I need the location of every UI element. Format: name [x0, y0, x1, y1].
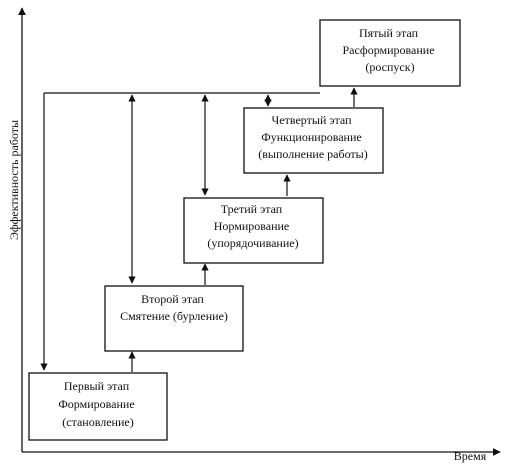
svg-text:Третий этап Нормирование: Третий этап Нормирование (упорядочивание… [207, 202, 298, 250]
stage-4-desc: (выполнение работы) [258, 147, 367, 161]
stage-3-desc: (упорядочивание) [207, 236, 298, 250]
stage-5-desc: (роспуск) [365, 60, 414, 74]
stage-1-title: Первый этап [64, 379, 130, 393]
stage-3-box: Третий этап Нормирование (упорядочивание… [183, 197, 324, 264]
stage-2-name: Смятение (бурление) [120, 309, 228, 323]
stage-4-box: Четвертый этап Функционирование (выполне… [243, 107, 384, 174]
stage-4-name: Функционирование [261, 130, 361, 144]
svg-text:Четвертый этап Функциони: Четвертый этап Функционирование (выполне… [258, 113, 367, 161]
stage-5-title: Пятый этап [359, 26, 419, 40]
stage-1-name: Формирование [58, 397, 134, 411]
stage-5-name: Расформирование [342, 43, 434, 57]
stage-5-box: Пятый этап Расформирование (роспуск) [319, 19, 461, 87]
svg-text:Первый этап Формирование: Первый этап Формирование (становление) [58, 379, 137, 429]
stage-4-title: Четвертый этап [272, 113, 353, 127]
svg-text:Второй этап Смятение (бу: Второй этап Смятение (бурление) [120, 292, 228, 323]
stage-2-box: Второй этап Смятение (бурление) [104, 285, 244, 352]
x-axis-label: Время [454, 449, 487, 463]
y-axis-label: Эффективность работы [7, 120, 21, 240]
stage-3-name: Нормирование [214, 219, 290, 233]
stage-3-title: Третий этап [221, 202, 283, 216]
stage-1-desc: (становление) [62, 415, 133, 429]
stage-2-title: Второй этап [141, 292, 204, 306]
stage-1-box: Первый этап Формирование (становление) [28, 372, 168, 441]
svg-text:Пятый этап Расформирован: Пятый этап Расформирование (роспуск) [342, 26, 437, 74]
